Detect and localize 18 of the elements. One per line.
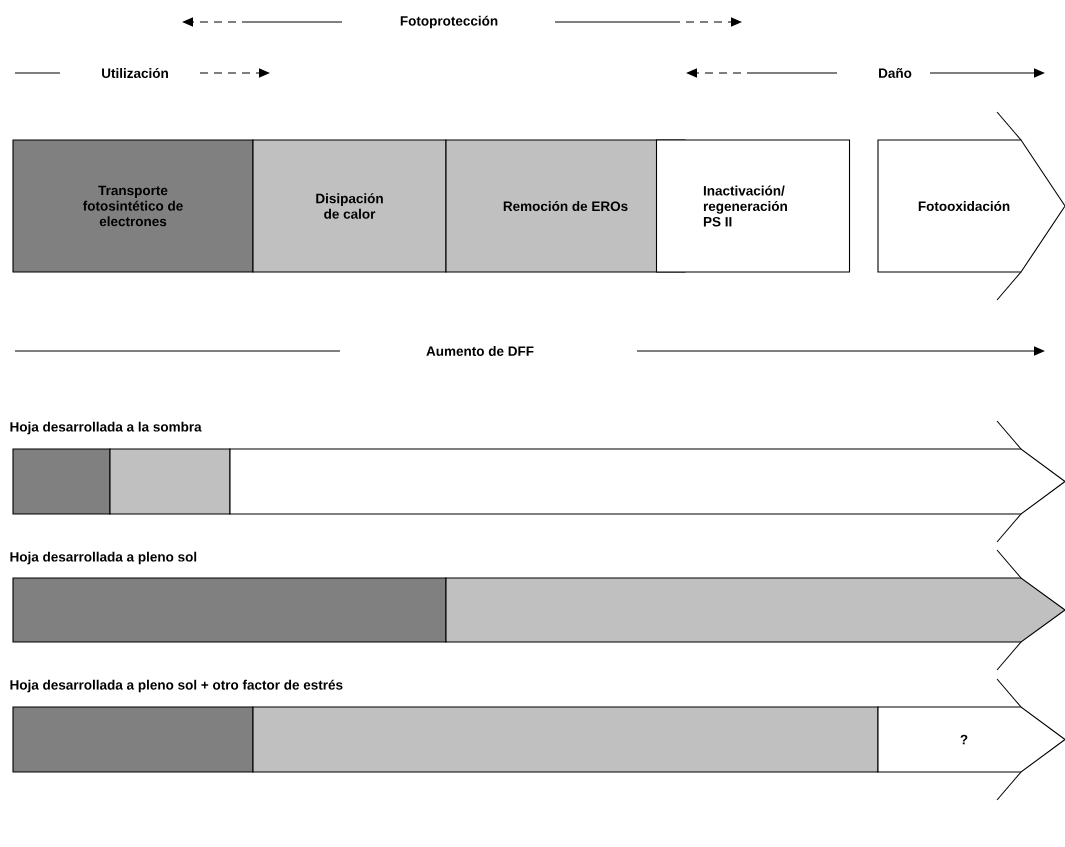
range-label: Fotoprotección bbox=[400, 15, 498, 29]
process-box: Disipación de calor bbox=[252, 139, 447, 273]
row-heading: Hoja desarrollada a la sombra bbox=[10, 421, 202, 435]
range-label: Daño bbox=[879, 68, 912, 78]
range-label: Aumento de DFF bbox=[426, 346, 534, 356]
process-box: Transporte fotosintético de electrones bbox=[12, 139, 254, 273]
row-heading: Hoja desarrollada a pleno sol + otro factor de estrés bbox=[10, 679, 343, 693]
bar-segment bbox=[12, 706, 254, 773]
bar-arrow bbox=[229, 420, 1065, 543]
bar-segment bbox=[12, 577, 447, 643]
node-label: ? bbox=[960, 734, 968, 745]
range-label: Utilización bbox=[102, 68, 168, 78]
bar-arrow bbox=[445, 549, 1065, 671]
process-box: Inactivación/ regeneración PS II bbox=[655, 139, 851, 273]
bar-segment bbox=[12, 448, 111, 515]
bar-segment bbox=[109, 448, 231, 515]
bar-segment bbox=[252, 706, 879, 773]
row-heading: Hoja desarrollada a pleno sol bbox=[10, 551, 197, 565]
